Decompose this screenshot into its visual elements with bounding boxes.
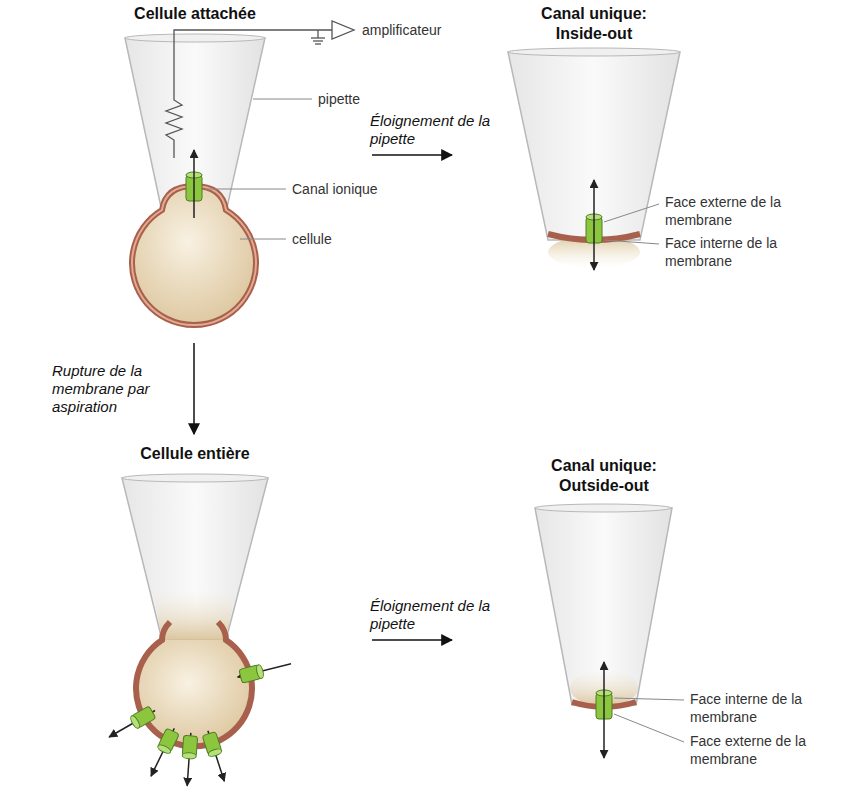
part-label: Face interne de la membrane xyxy=(690,690,820,726)
edge-label: Éloignement de la pipette xyxy=(370,597,500,633)
part-label: pipette xyxy=(318,90,360,108)
part-label: Face externe de la membrane xyxy=(690,732,820,768)
panel: Cellule entière xyxy=(40,440,365,803)
whole-cell-figure xyxy=(106,474,293,786)
panel-title: Canal unique: Inside-out xyxy=(519,4,669,44)
part-label: Canal ionique xyxy=(292,180,378,198)
panel-title: Canal unique: Outside-out xyxy=(529,456,679,496)
part-label: cellule xyxy=(292,230,332,248)
arrow-connector xyxy=(372,639,452,641)
part-label: amplificateur xyxy=(362,21,441,39)
outside-out-figure xyxy=(535,504,684,758)
inside-out-figure xyxy=(508,48,680,270)
part-label: Face interne de la membrane xyxy=(665,234,795,270)
arrow-connector xyxy=(193,343,195,434)
panel-title: Cellule attachée xyxy=(134,4,256,24)
edge-label: Éloignement de la pipette xyxy=(370,112,500,148)
arrow-connector xyxy=(372,154,452,156)
part-label: Face externe de la membrane xyxy=(665,193,795,229)
panel: Cellule attachée xyxy=(40,0,365,337)
panel-title: Cellule entière xyxy=(140,444,249,464)
edge-label: Rupture de la membrane par aspiration xyxy=(52,362,182,416)
cell-attached-figure xyxy=(125,21,354,325)
